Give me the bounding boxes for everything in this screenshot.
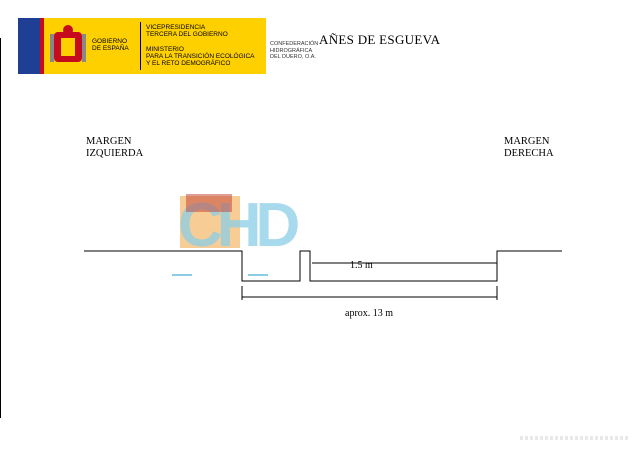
right-bank-label: MARGEN DERECHA xyxy=(504,136,554,159)
eu-flag-strip xyxy=(18,18,40,74)
ministerio-label: MINISTERIO PARA LA TRANSICIÓN ECOLÓGICA … xyxy=(146,46,255,67)
left-border-line xyxy=(0,38,1,418)
total-dimension-label: aprox. 13 m xyxy=(345,308,394,319)
confederacion-label: CONFEDERACIÓN HIDROGRÁFICA DEL DUERO, O.… xyxy=(270,41,319,60)
watermark-text: CHD xyxy=(178,191,299,260)
vicepresidencia-label: VICEPRESIDENCIA TERCERA DEL GOBIERNO xyxy=(146,24,228,38)
inner-dimension-label: 1.5 m xyxy=(350,260,373,271)
page-title: AÑES DE ESGUEVA xyxy=(319,32,441,47)
chd-watermark: CHD xyxy=(172,191,305,276)
spain-flag-strip xyxy=(40,18,44,74)
logo-divider xyxy=(140,22,141,70)
gobierno-label: GOBIERNO DE ESPAÑA xyxy=(92,38,129,52)
confederacion-logo xyxy=(266,18,318,74)
left-bank-label: MARGEN IZQUIERDA xyxy=(86,136,144,159)
coat-of-arms-icon xyxy=(50,25,86,62)
channel-profile-line xyxy=(84,250,562,282)
